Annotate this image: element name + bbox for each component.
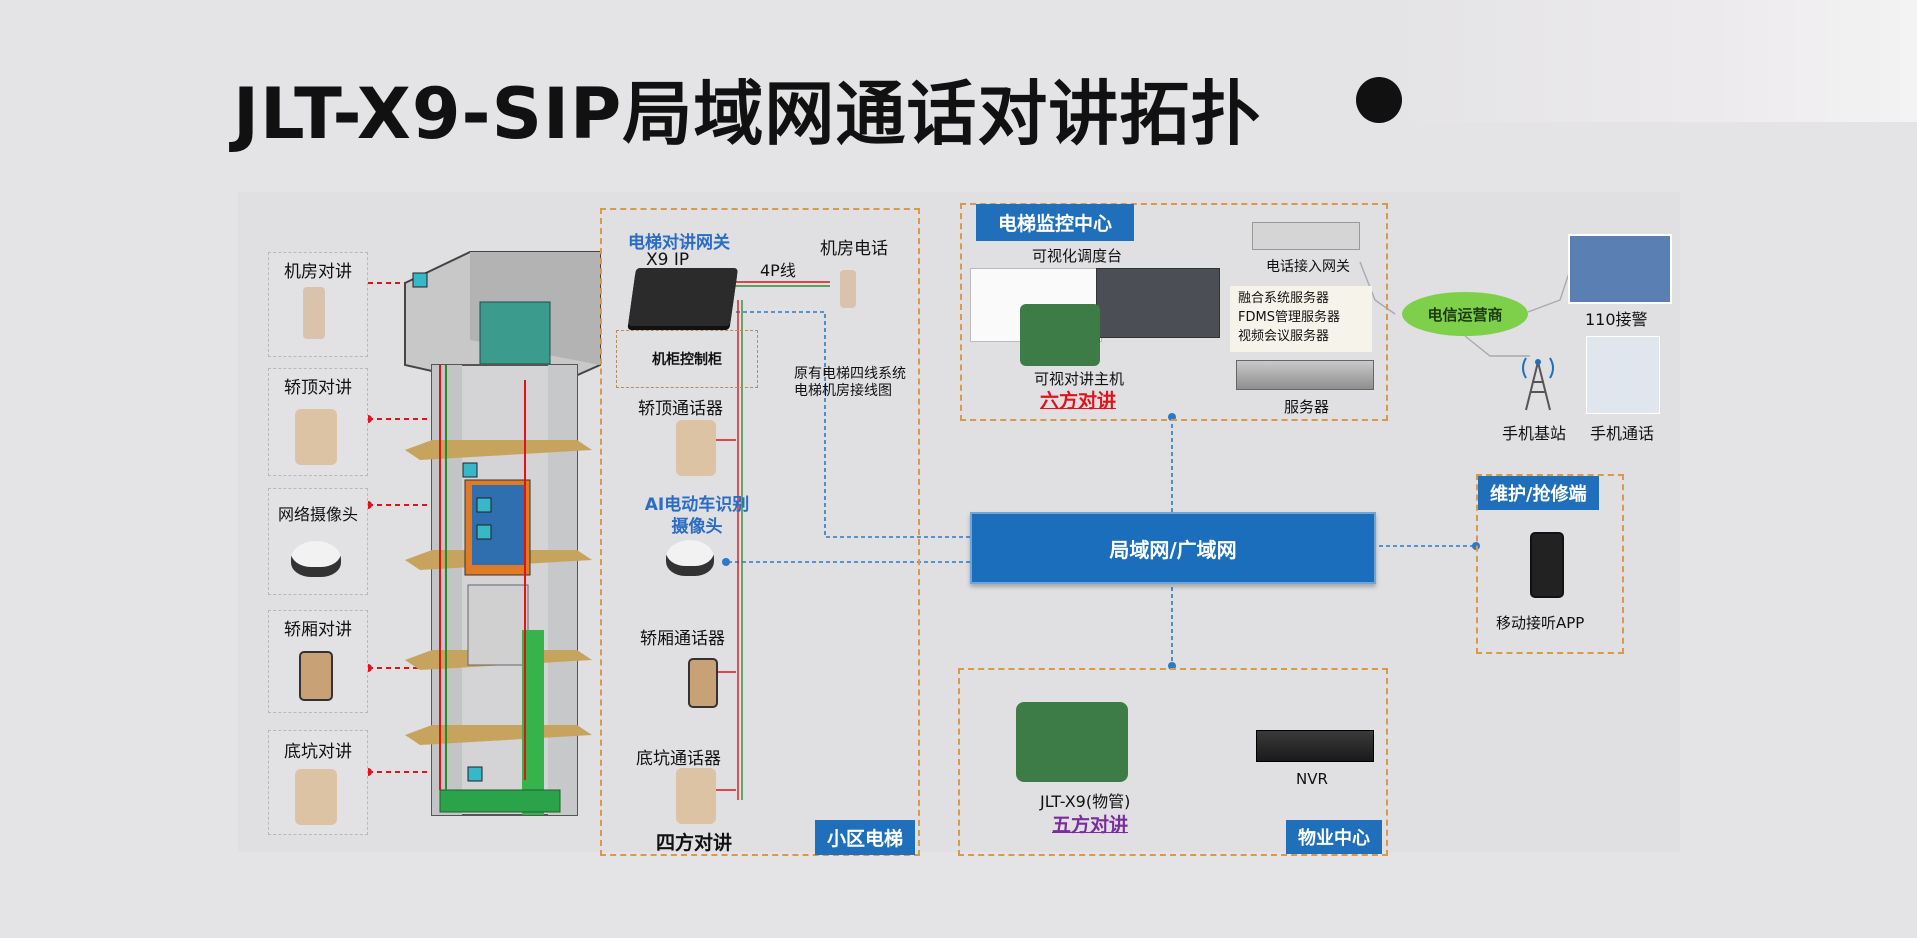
video-intercom-host-icon	[1020, 304, 1100, 366]
car-intercom-label: 轿厢通话器	[640, 629, 725, 649]
left-item-label: 轿厢对讲	[284, 620, 352, 640]
left-item-label: 轿顶对讲	[284, 378, 352, 398]
left-item-camera: 网络摄像头	[268, 488, 368, 595]
cell-tower-icon	[1518, 352, 1558, 412]
mobile-call-label: 手机通话	[1590, 424, 1655, 443]
property-intercom-icon	[1016, 702, 1128, 782]
speaker-icon	[295, 409, 337, 465]
page-title: JLT-X9-SIP局域网通话对讲拓扑	[233, 73, 1262, 155]
phone-gateway-icon	[1252, 222, 1360, 250]
mobile-caller-photo	[1586, 336, 1660, 414]
pit-intercom-label: 底坑通话器	[636, 749, 721, 769]
mobile-app-label: 移动接听APP	[1496, 614, 1585, 632]
maintenance-box	[1476, 474, 1624, 654]
six-way-label: 六方对讲	[1040, 390, 1117, 412]
speaker-icon	[295, 769, 337, 825]
top-right-band	[1390, 0, 1917, 122]
cabinet-label: 机柜控制柜	[652, 352, 722, 368]
left-item-car: 轿厢对讲	[268, 610, 368, 713]
left-item-label: 底坑对讲	[284, 742, 352, 762]
intercom-panel-icon	[299, 651, 333, 701]
wiring-note: 原有电梯四线系统电梯机房接线图	[794, 366, 906, 399]
ai-camera-label: AI电动车识别摄像头	[644, 495, 750, 537]
title-bullet	[1356, 77, 1402, 123]
property-device-label: JLT-X9(物管)	[1040, 792, 1131, 811]
left-item-machine-room: 机房对讲	[268, 252, 368, 357]
left-item-car-top: 轿顶对讲	[268, 368, 368, 476]
car-top-intercom-label: 轿顶通话器	[638, 399, 723, 419]
monitor-center-tag: 电梯监控中心	[976, 204, 1135, 241]
server-rack-icon	[1236, 360, 1374, 390]
dome-camera-icon	[291, 541, 341, 577]
ai-camera-icon	[666, 540, 714, 576]
gateway-title: 电梯对讲网关	[628, 233, 730, 253]
police-operator-photo	[1568, 234, 1672, 304]
left-item-label: 机房对讲	[284, 262, 352, 282]
monitor-center-box	[960, 203, 1388, 421]
cabinet-box: 机柜控制柜	[616, 330, 758, 388]
property-center-tag: 物业中心	[1286, 820, 1382, 854]
car-top-speaker-icon	[676, 420, 716, 476]
host-label: 可视对讲主机	[1034, 370, 1125, 388]
car-intercom-icon	[688, 658, 718, 708]
server-line: FDMS管理服务器	[1238, 310, 1340, 325]
left-item-label: 网络摄像头	[277, 505, 358, 524]
mobile-phone-icon	[1530, 532, 1564, 598]
wire-label: 4P线	[760, 261, 796, 280]
community-elevator-tag: 小区电梯	[815, 820, 916, 855]
elevator-illustration	[404, 251, 601, 816]
left-item-pit: 底坑对讲	[268, 730, 368, 835]
phone-gateway-label: 电话接入网关	[1266, 259, 1350, 275]
server-line: 视频会议服务器	[1238, 329, 1330, 344]
nvr-device-icon	[1256, 730, 1374, 762]
pit-speaker-icon	[676, 768, 716, 824]
gateway-model: X9 IP	[646, 250, 690, 270]
four-way-label: 四方对讲	[656, 832, 733, 854]
machine-room-phone-label: 机房电话	[820, 239, 888, 259]
console-label: 可视化调度台	[1032, 247, 1123, 265]
five-way-label: 五方对讲	[1052, 814, 1129, 836]
lan-wan-bar: 局域网/广域网	[970, 512, 1376, 584]
carrier-badge: 电信运营商	[1402, 292, 1528, 336]
police-label: 110接警	[1585, 310, 1648, 329]
base-station-label: 手机基站	[1502, 424, 1567, 443]
machine-room-phone-icon	[840, 270, 856, 308]
maintenance-tag: 维护/抢修端	[1478, 476, 1599, 510]
server-label: 服务器	[1284, 398, 1330, 416]
video-wall-icon	[1096, 268, 1220, 338]
intercom-phone-icon	[303, 287, 325, 339]
property-center-box	[958, 668, 1388, 856]
servers-list: 融合系统服务器 FDMS管理服务器 视频会议服务器	[1230, 286, 1372, 352]
gateway-device-icon	[627, 268, 739, 326]
nvr-label: NVR	[1296, 770, 1328, 788]
community-elevator-box	[600, 208, 920, 856]
server-line: 融合系统服务器	[1238, 291, 1330, 306]
